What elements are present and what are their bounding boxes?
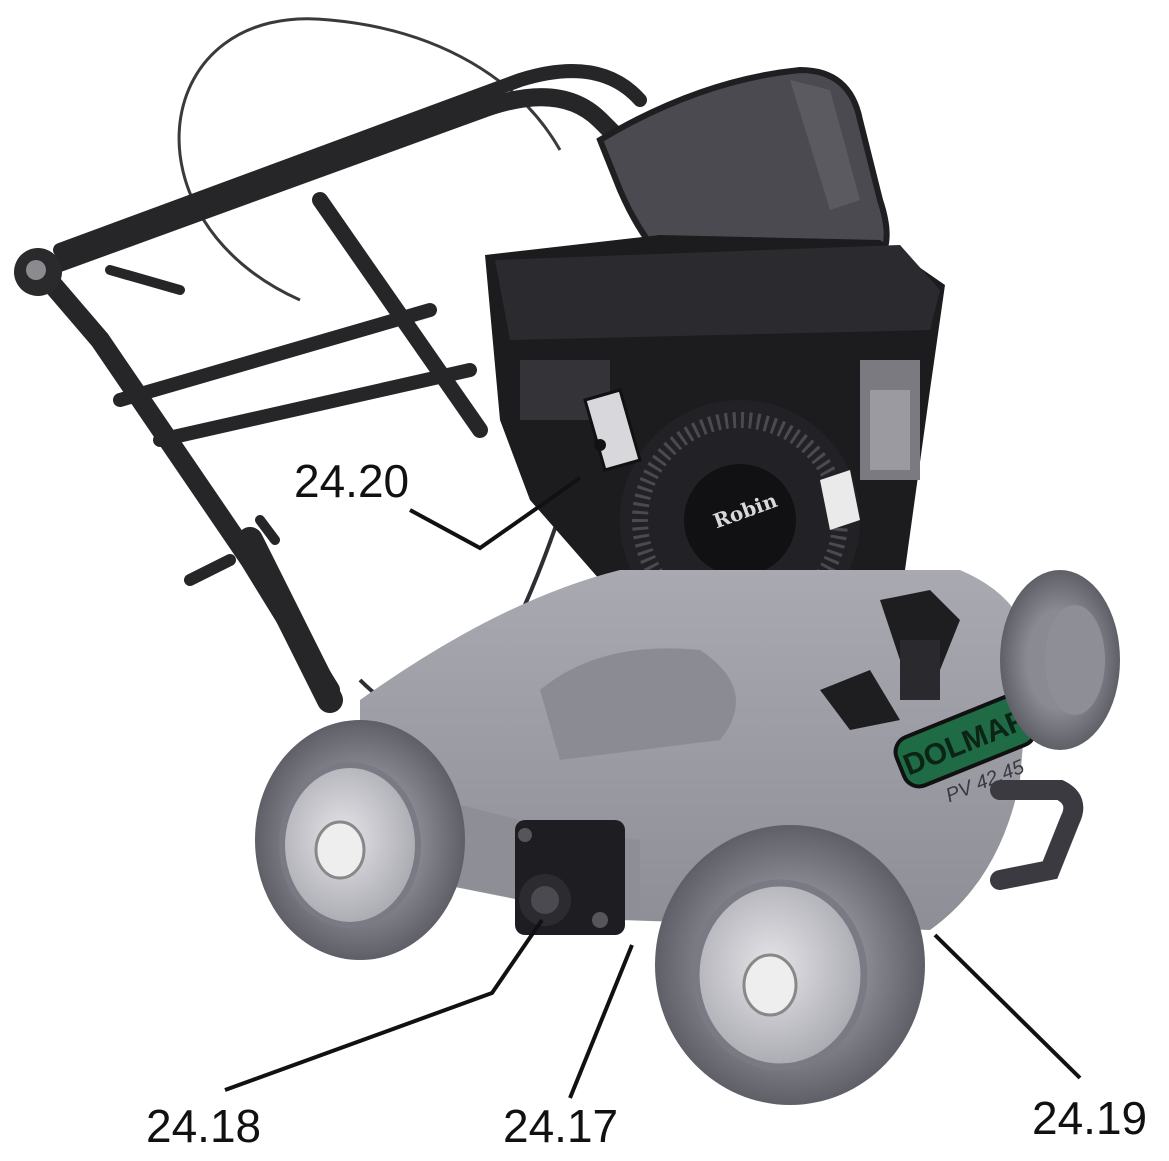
callout-24-19: 24.19 — [1032, 1092, 1148, 1144]
callout-24-18: 24.18 — [146, 1100, 262, 1152]
leader-lines — [224, 476, 1082, 1099]
leader-24-20 — [409, 476, 582, 551]
height-adjust-knob — [820, 590, 960, 730]
side-handle — [990, 780, 1084, 890]
front-right-wheel — [655, 825, 925, 1105]
front-left-wheel — [255, 720, 465, 960]
leader-24-17 — [568, 944, 634, 1099]
callout-24-17: 24.17 — [503, 1100, 619, 1152]
leader-24-19 — [933, 933, 1082, 1080]
depth-adjust-unit — [515, 820, 625, 935]
leader-24-18 — [224, 918, 544, 1092]
callout-24-20: 24.20 — [294, 455, 410, 507]
handle-frame — [30, 64, 649, 713]
rear-right-wheel — [1000, 570, 1120, 750]
